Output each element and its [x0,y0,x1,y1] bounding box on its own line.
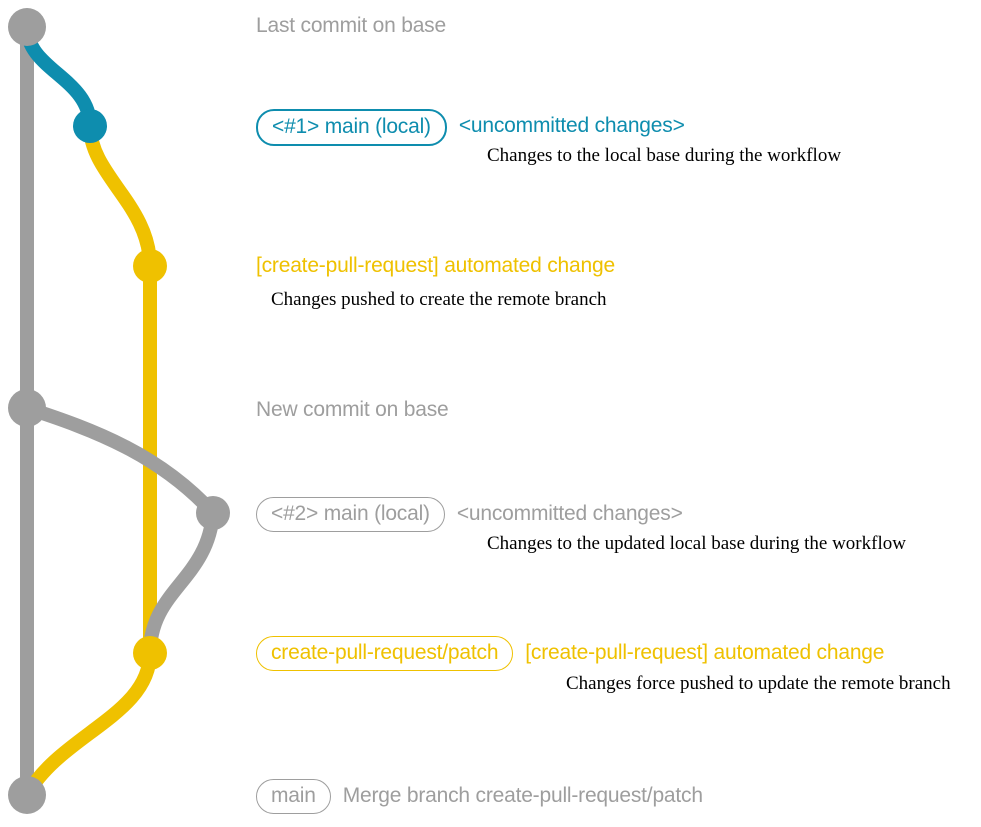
commit-subject: <uncommitted changes> [456,502,683,525]
commit-row-automated-change-1: [create-pull-request] automated change [256,254,615,278]
commit-subject: Last commit on base [256,14,446,37]
commit-row-last-commit-on-base: Last commit on base [256,14,446,38]
edge-local-1-to-automated-1 [83,119,157,273]
commit-description: Changes pushed to create the remote bran… [271,289,607,310]
commit-row-local-commit-1: <#1> main (local) <uncommitted changes> [256,109,685,146]
commit-subject: New commit on base [256,398,449,421]
commit-description: Changes force pushed to update the remot… [566,673,951,694]
branch-badge-main-local-1[interactable]: <#1> main (local) [256,109,447,146]
edge-local-2-to-automated-2 [143,506,220,660]
branch-badge-main-local-2[interactable]: <#2> main (local) [256,497,445,532]
commit-subject: Merge branch create-pull-request/patch [342,784,703,807]
commit-subject: [create-pull-request] automated change [256,254,615,277]
commit-node-base-new [8,389,46,427]
commit-row-merge-commit: main Merge branch create-pull-request/pa… [256,779,703,814]
branch-badge-create-pull-request-patch[interactable]: create-pull-request/patch [256,636,514,671]
commit-description: Changes to the local base during the wor… [487,145,842,166]
commit-node-local-2 [196,496,230,530]
commit-node-base-top [8,8,46,46]
commit-row-automated-change-2: create-pull-request/patch [create-pull-r… [256,636,884,671]
commit-subject: <uncommitted changes> [458,114,685,137]
branch-badge-main[interactable]: main [256,779,331,814]
edge-base-new-to-local-2 [20,401,220,520]
commit-row-new-commit-on-base: New commit on base [256,398,449,422]
commit-row-local-commit-2: <#2> main (local) <uncommitted changes> [256,497,683,532]
commit-nodes [8,8,230,814]
commit-node-automated-1 [133,249,167,283]
commit-node-automated-2 [133,636,167,670]
commit-node-merge [8,776,46,814]
commit-subject: [create-pull-request] automated change [525,641,885,664]
commit-description: Changes to the updated local base during… [487,533,906,554]
edge-automated-2-to-merge [20,646,157,802]
commit-node-local-1 [73,109,107,143]
